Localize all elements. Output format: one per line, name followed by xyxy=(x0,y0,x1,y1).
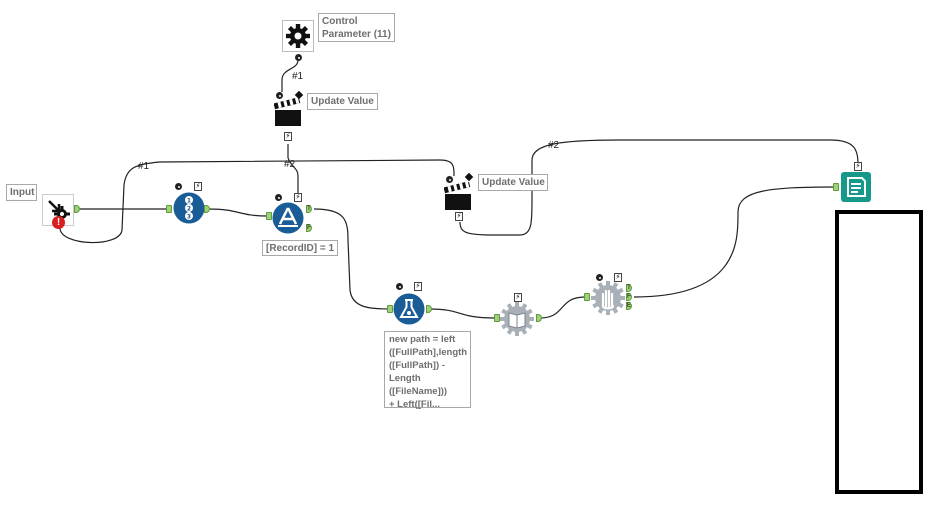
error-icon: ! xyxy=(52,216,65,229)
connection-label: #2 xyxy=(548,140,560,151)
control-parameter-tool[interactable] xyxy=(282,20,314,52)
svg-text:2: 2 xyxy=(187,206,191,213)
wire-input-to-update-right xyxy=(59,159,455,244)
wire-formula-to-dynamic xyxy=(429,308,495,319)
record-id-tool[interactable]: 1 2 3 xyxy=(173,192,205,224)
test-output-anchor-t[interactable]: T xyxy=(626,284,632,292)
update-value-top-tool[interactable] xyxy=(274,98,304,128)
input-anchor[interactable] xyxy=(266,212,272,220)
bolt-icon: ⚡ xyxy=(854,162,862,171)
output-anchor[interactable] xyxy=(426,305,432,313)
wire-bus-to-filter xyxy=(287,157,299,198)
update-value-right-tool[interactable] xyxy=(444,182,474,212)
q-anchor-icon[interactable] xyxy=(175,183,182,190)
filter-tool[interactable] xyxy=(272,202,304,234)
output-anchor[interactable] xyxy=(204,205,210,213)
bolt-icon: ⚡ xyxy=(414,282,422,291)
input-anchor[interactable] xyxy=(584,293,590,301)
filter-icon xyxy=(272,202,304,234)
input-label: Input xyxy=(6,184,37,201)
macro-output-tool[interactable] xyxy=(841,172,871,202)
wire-update-right-to-output xyxy=(459,139,859,236)
q-anchor-icon[interactable] xyxy=(446,176,453,183)
connection-label: #1 xyxy=(292,71,304,82)
output-anchor[interactable] xyxy=(536,314,542,322)
q-anchor-icon[interactable] xyxy=(596,274,603,281)
control-parameter-label: Control Parameter (11) xyxy=(318,13,395,42)
input-anchor[interactable] xyxy=(494,314,500,322)
update-value-right-label: Update Value xyxy=(478,174,548,191)
bolt-icon: ⚡ xyxy=(194,182,202,191)
test-output-anchor-e[interactable]: E xyxy=(626,302,632,310)
clapperboard-icon xyxy=(444,182,471,210)
filter-false-anchor[interactable]: F xyxy=(306,224,312,232)
macro-output-icon xyxy=(841,172,871,202)
blank-panel xyxy=(835,210,923,494)
test-tool[interactable] xyxy=(591,281,625,315)
connection-label: #2 xyxy=(284,159,296,170)
input-anchor[interactable] xyxy=(166,205,172,213)
connection-label: #1 xyxy=(138,161,150,172)
bolt-icon: ⚡ xyxy=(614,273,622,282)
q-anchor-icon[interactable] xyxy=(396,283,403,290)
wire-test-to-output xyxy=(633,186,837,298)
bolt-icon: ⚡ xyxy=(514,293,522,302)
formula-icon xyxy=(393,293,425,325)
q-anchor-icon[interactable] xyxy=(276,92,283,99)
clapperboard-icon xyxy=(274,98,301,126)
update-value-top-label: Update Value xyxy=(307,93,378,110)
record-id-icon: 1 2 3 xyxy=(173,192,205,224)
output-anchor-icon[interactable] xyxy=(295,54,302,61)
formula-label: new path = left ([FullPath],length ([Ful… xyxy=(384,331,471,410)
bolt-icon: ⚡ xyxy=(294,193,302,202)
test-output-anchor-f[interactable]: F xyxy=(626,293,632,301)
dynamic-input-icon xyxy=(500,302,534,336)
filter-true-anchor[interactable]: T xyxy=(306,205,312,213)
svg-text:1: 1 xyxy=(187,198,191,205)
dynamic-input-tool[interactable] xyxy=(500,302,534,336)
wire-filter-to-formula xyxy=(313,208,391,310)
filter-label: [RecordID] = 1 xyxy=(262,240,338,256)
test-hand-icon xyxy=(591,281,625,315)
bolt-icon: ⚡ xyxy=(455,212,463,221)
input-anchor[interactable] xyxy=(387,305,393,313)
gear-icon xyxy=(282,20,314,52)
wire-dynamic-to-test xyxy=(539,296,586,319)
bolt-icon: ⚡ xyxy=(284,132,292,141)
wire-recordid-to-filter xyxy=(207,208,268,217)
svg-text:3: 3 xyxy=(187,214,191,221)
formula-tool[interactable] xyxy=(393,293,425,325)
wire-control-to-update-top xyxy=(281,59,299,92)
q-anchor-icon[interactable] xyxy=(275,194,282,201)
input-anchor[interactable] xyxy=(833,183,839,191)
output-anchor[interactable] xyxy=(74,205,80,213)
